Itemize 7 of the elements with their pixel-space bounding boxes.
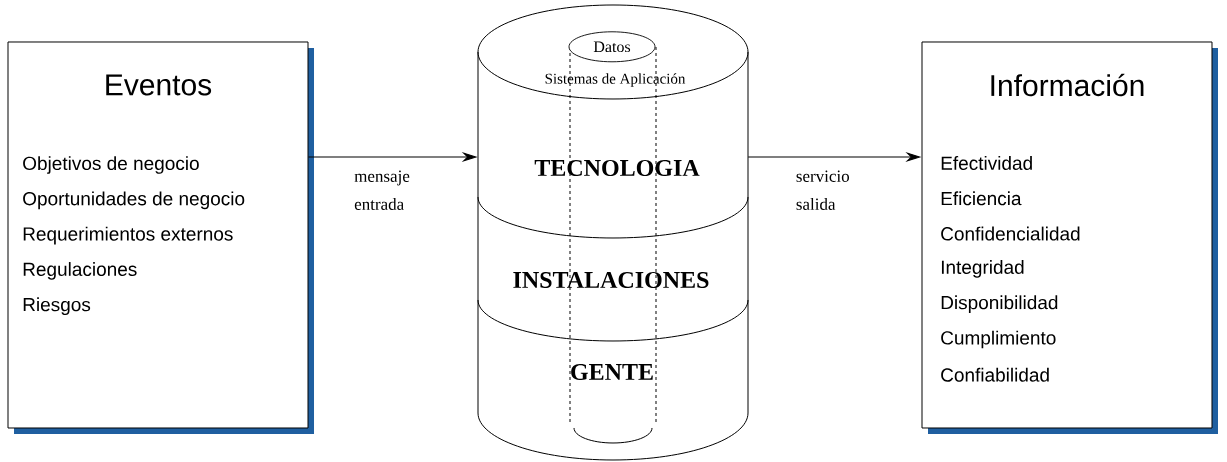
edge-label: mensaje entrada: [354, 170, 410, 210]
layer-label: INSTALACIONES: [513, 271, 709, 289]
layer-label: Sistemas de Aplicación: [545, 73, 686, 87]
layer-label: GENTE: [571, 363, 653, 381]
layer-label: TECNOLOGIA: [534, 159, 700, 177]
edge-label: servicio salida: [796, 170, 850, 210]
ellipse-label: Datos: [593, 41, 631, 53]
